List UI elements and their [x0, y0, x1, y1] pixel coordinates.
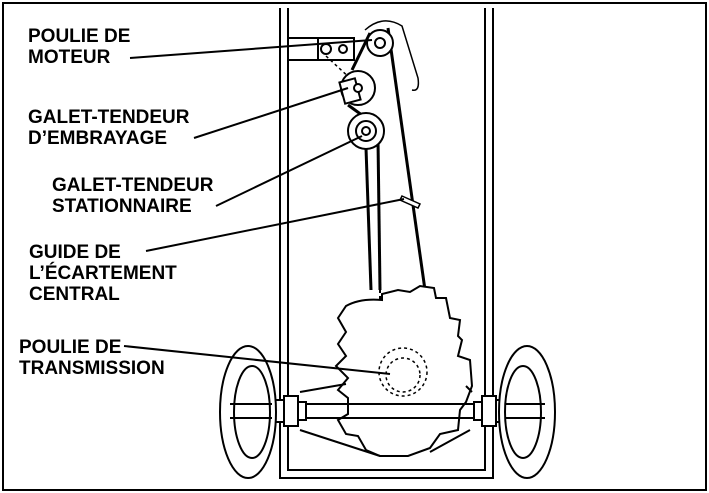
label-line: STATIONNAIRE [52, 196, 192, 217]
label-line: MOTEUR [28, 47, 111, 68]
clutch-idler-pulley [338, 70, 376, 106]
engine-pulley [366, 29, 394, 57]
stationary-idler-pulley [347, 112, 385, 150]
center-span-guide-pin [398, 195, 422, 209]
label-clutch-idler: GALET-TENDEUR D’EMBRAYAGE [28, 107, 190, 149]
right-wheel [498, 345, 556, 479]
label-line: CENTRAL [29, 284, 120, 305]
label-line: GALET-TENDEUR [28, 107, 190, 128]
leader-lines [123, 39, 405, 375]
belt-guide-wire [364, 20, 420, 91]
label-line: GALET-TENDEUR [52, 175, 214, 196]
mower-frame [279, 8, 494, 479]
label-center-span-guide: GUIDE DE L’ÉCARTEMENT CENTRAL [29, 242, 177, 305]
leader-stationary-idler [215, 135, 363, 207]
label-line: L’ÉCARTEMENT [29, 263, 177, 284]
label-engine-pulley: POULIE DE MOTEUR [28, 26, 130, 68]
label-line: POULIE DE [28, 26, 131, 47]
label-transmission-pulley: POULIE DE TRANSMISSION [19, 337, 165, 379]
leader-center-span-guide [145, 198, 405, 252]
leader-transmission-pulley [123, 345, 391, 375]
label-stationary-idler: GALET-TENDEUR STATIONNAIRE [52, 175, 214, 217]
leader-clutch-idler [193, 87, 349, 139]
leader-engine-pulley [129, 39, 373, 59]
label-line: D’EMBRAYAGE [28, 128, 168, 149]
rear-axle [270, 383, 495, 457]
label-line: TRANSMISSION [19, 358, 165, 379]
left-wheel [219, 345, 277, 479]
label-line: POULIE DE [19, 337, 122, 358]
transmission-body [334, 284, 474, 457]
label-line: GUIDE DE [29, 242, 121, 263]
